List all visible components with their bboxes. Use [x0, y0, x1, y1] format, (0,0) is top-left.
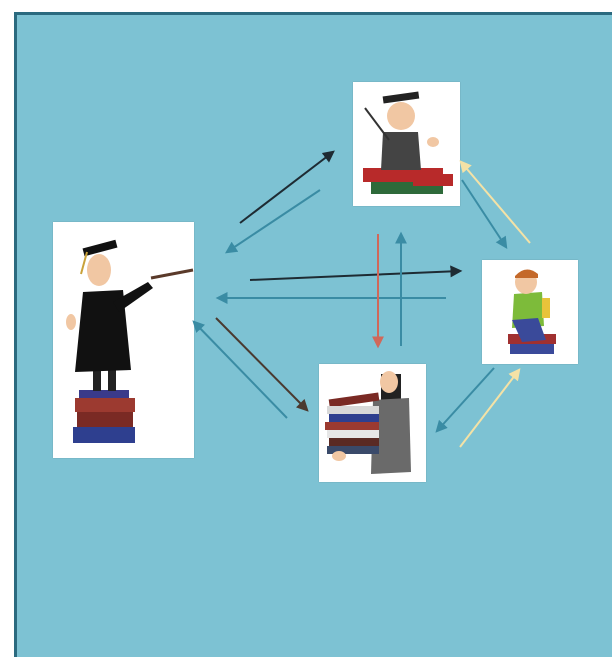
- book-carrier-card: [319, 364, 426, 482]
- arrow-student-to-book-carrier: [435, 367, 495, 433]
- teacher-card: [53, 222, 194, 458]
- arrow-book-carrier-to-student: [459, 368, 521, 448]
- lecturer-card: [353, 82, 460, 206]
- arrow-lecturer-to-teacher: [225, 189, 321, 254]
- person-carrying-books-icon: [325, 371, 411, 474]
- arrow-lecturer-to-student: [461, 179, 508, 250]
- student-sitting-on-books-icon: [508, 269, 556, 354]
- arrow-teacher-to-student: [249, 265, 463, 281]
- arrow-student-to-lecturer: [459, 160, 531, 244]
- arrow-teacher-to-lecturer: [239, 150, 335, 224]
- graduate-with-pointer-on-books-icon: [363, 91, 453, 194]
- arrow-book-carrier-to-teacher: [192, 320, 288, 419]
- student-card: [482, 260, 578, 364]
- arrow-teacher-to-book-carrier: [215, 317, 309, 412]
- graduate-teacher-pointer-icon: [66, 239, 194, 443]
